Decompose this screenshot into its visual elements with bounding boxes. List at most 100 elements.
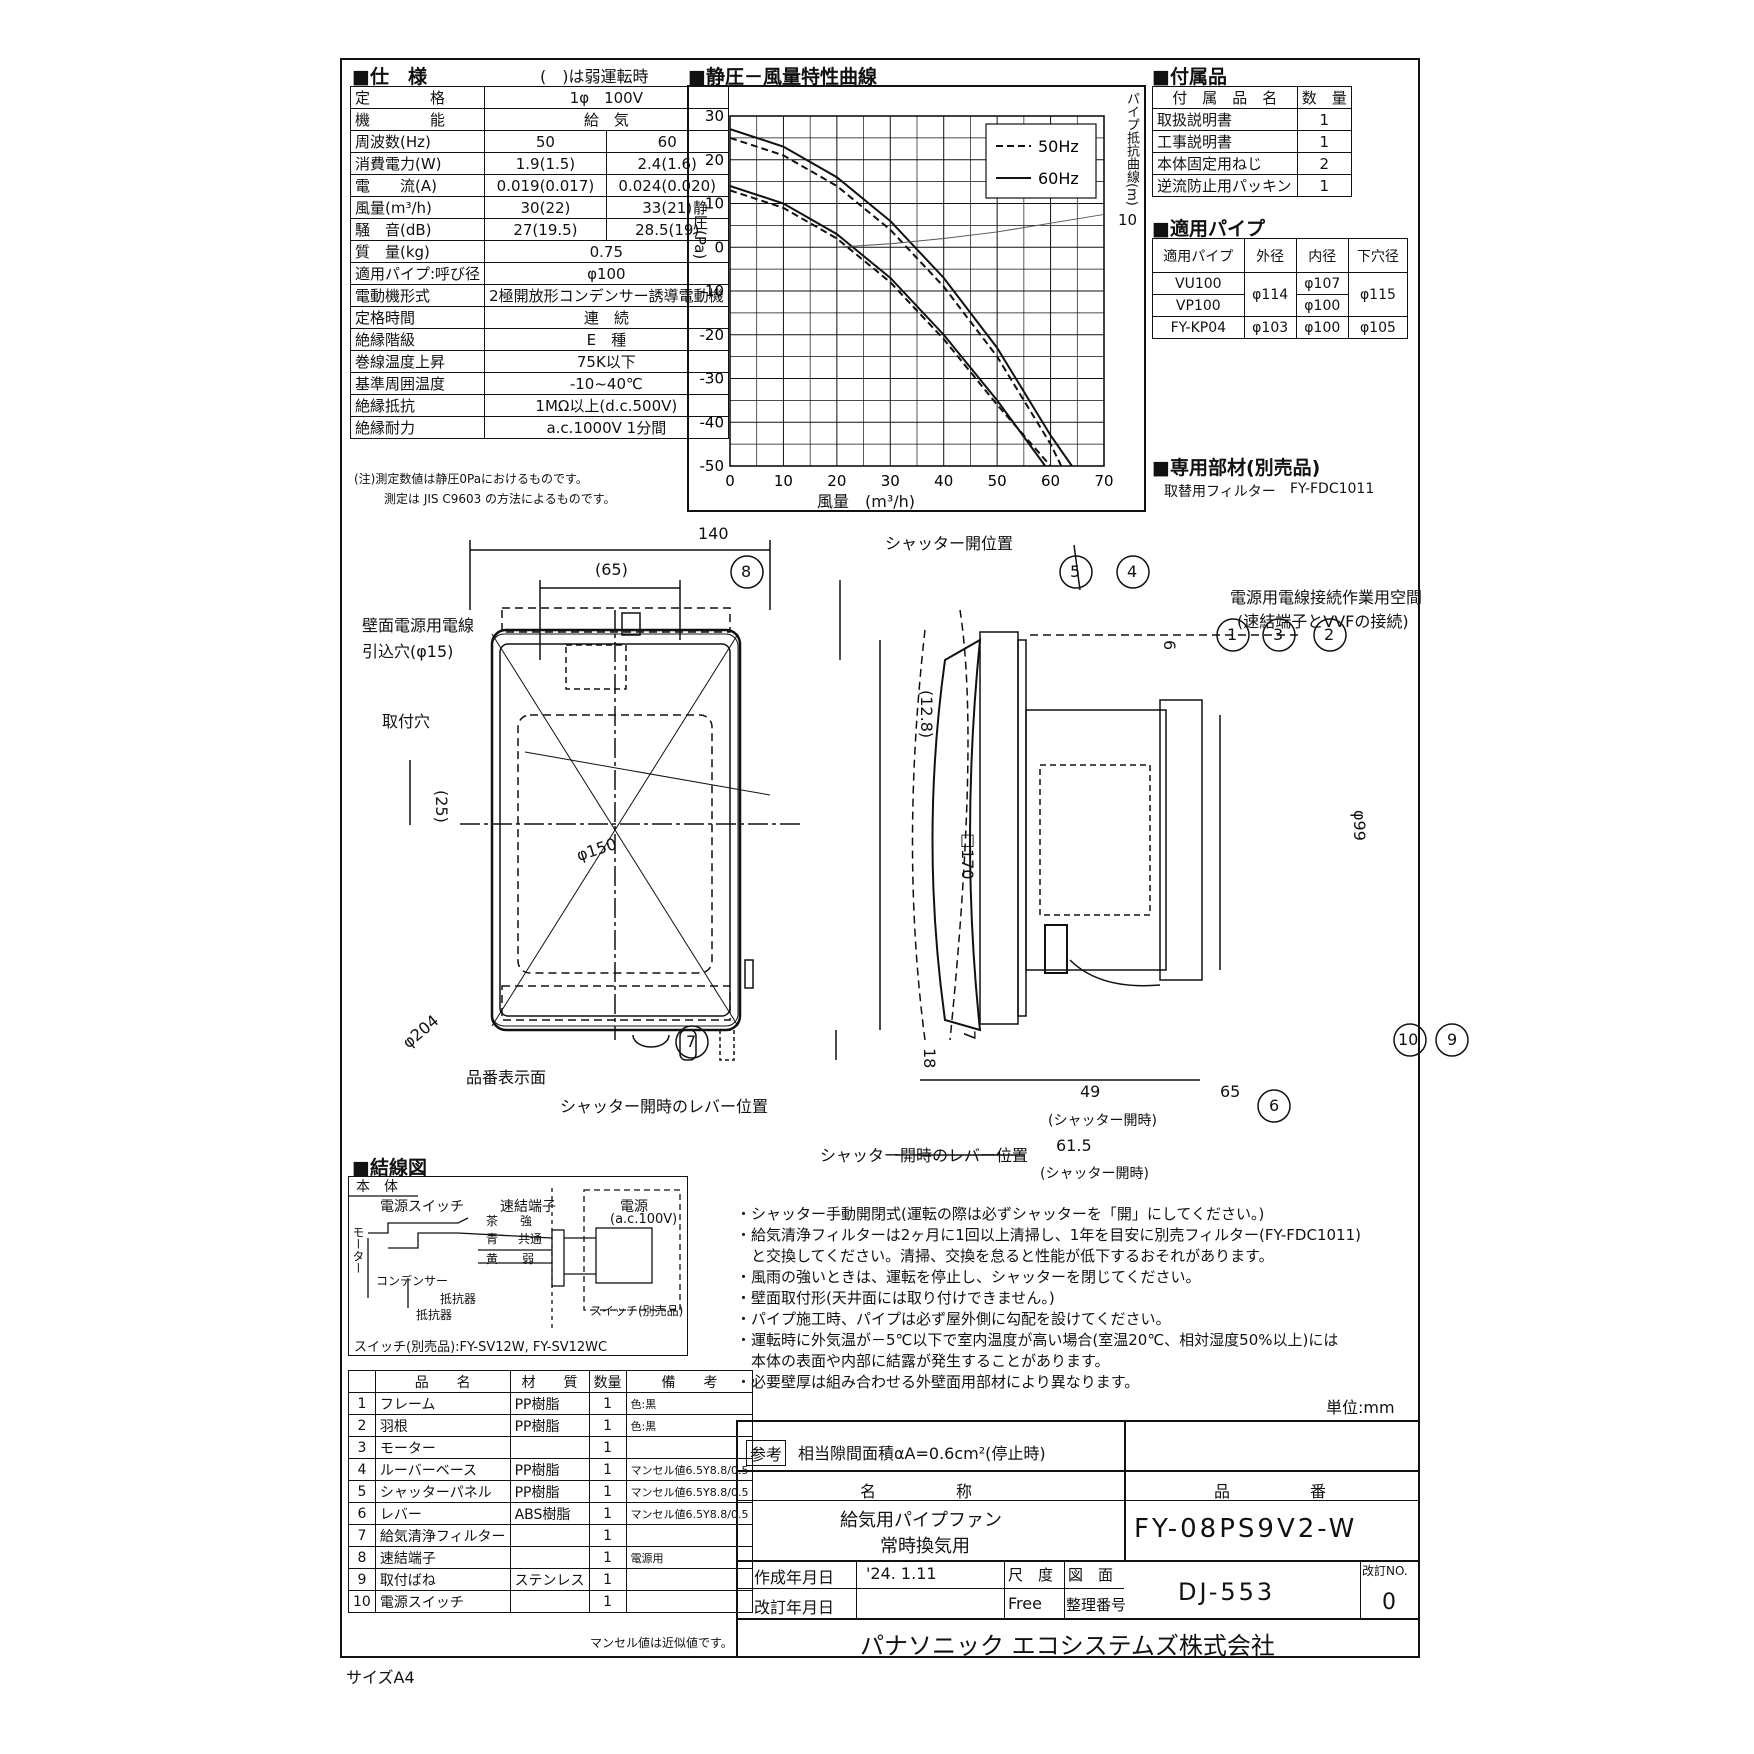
acc-name: 本体固定用ねじ — [1152, 152, 1298, 175]
pipe-r2c0: FY-KP04 — [1152, 316, 1245, 339]
dim-99: φ99 — [1350, 810, 1369, 841]
spec-value: 1MΩ以上(d.c.500V) — [484, 394, 729, 417]
dim-6: 6 — [1160, 640, 1179, 651]
parts-qty: 1 — [588, 1590, 627, 1613]
tb-h-name: 名 称 — [860, 1482, 973, 1501]
parts-name: モーター — [374, 1436, 511, 1459]
spec-row: 騒 音(dB)27(19.5)28.5(19) — [349, 218, 729, 241]
parts-h3: 数量 — [588, 1370, 627, 1393]
acc-qty: 1 — [1296, 174, 1353, 197]
parts-no: 9 — [348, 1568, 376, 1591]
label-lever-2: シャッター開時のレバー位置 — [820, 1146, 1029, 1165]
parts-name: 給気清浄フィルター — [374, 1524, 511, 1547]
y-tick: 20 — [705, 151, 724, 169]
tb-scale: Free — [1008, 1594, 1042, 1613]
wiring-condenser: コンデンサー — [376, 1274, 449, 1288]
x-tick: 40 — [934, 472, 953, 490]
spec-value-50: 30(22) — [484, 196, 607, 219]
acc-name: 取扱説明書 — [1152, 108, 1298, 131]
spec-value: 連 続 — [484, 306, 729, 329]
wiring-weak: 弱 — [522, 1252, 535, 1266]
dim-140: 140 — [698, 524, 729, 543]
acc-name: 逆流防止用パッキン — [1152, 174, 1298, 197]
spec-value-50: 50 — [484, 130, 607, 153]
pipes-table: 適用パイプ 外径 内径 下穴径 VU100 φ114 φ107 φ115 VP1… — [1152, 238, 1409, 339]
spec-row: 基準周囲温度-10~40℃ — [349, 372, 729, 395]
parts-no: 2 — [348, 1414, 376, 1437]
title-block — [736, 1420, 1420, 1658]
plot-area — [729, 115, 1105, 467]
dim-7: 7 — [960, 1030, 979, 1041]
note-line: ・運転時に外気温が－5℃以下で室内温度が高い場合(室温20℃、相対湿度50%以上… — [736, 1331, 1339, 1349]
pipe-r1c0: VP100 — [1152, 294, 1245, 317]
tb-v2 — [1124, 1470, 1126, 1560]
spec-row: 定格時間連 続 — [349, 306, 729, 329]
drawing-frame — [340, 58, 1420, 1658]
parts-remark — [625, 1590, 754, 1613]
parts-name: シャッターパネル — [374, 1480, 511, 1503]
note-line: ・必要壁厚は組み合わせる外壁面用部材により異なります。 — [736, 1373, 1140, 1391]
label-lever-1: シャッター開時のレバー位置 — [560, 1097, 769, 1116]
series-line-1 — [729, 128, 1073, 467]
pipe-r0c1: φ114 — [1243, 272, 1297, 317]
balloon-5: 5 — [1070, 562, 1081, 581]
parts-no: 5 — [348, 1480, 376, 1503]
pipe-r0c0: VU100 — [1152, 272, 1245, 295]
spec-row: 機 能給 気 — [349, 108, 729, 131]
parts-qty: 1 — [588, 1458, 627, 1481]
balloon-4: 4 — [1127, 562, 1138, 581]
spec-value: a.c.1000V 1分間 — [484, 416, 729, 439]
spec-weak-note: ( )は弱運転時 — [540, 67, 649, 86]
dim-65b: 65 — [1220, 1082, 1241, 1101]
pipe-r1c2: φ100 — [1295, 294, 1349, 317]
tb-dwg-label-2: 整理番号 — [1066, 1596, 1127, 1614]
spec-label: 風量(m³/h) — [349, 196, 486, 219]
wiring-power-v: (a.c.100V) — [610, 1212, 678, 1227]
spec-label: 騒 音(dB) — [349, 218, 486, 241]
tb-h2 — [736, 1500, 1420, 1501]
y-tick: -20 — [700, 326, 725, 344]
x-tick: 10 — [774, 472, 793, 490]
parts-qty: 1 — [588, 1436, 627, 1459]
x-tick: 70 — [1094, 472, 1113, 490]
y-tick: -10 — [700, 282, 725, 300]
y-tick: 30 — [705, 107, 724, 125]
tb-revised-label: 改訂年月日 — [754, 1598, 835, 1617]
balloon-3: 3 — [1273, 625, 1284, 644]
label-shutter-open-b: (シャッター開時) — [1040, 1166, 1149, 1182]
series-line-3 — [729, 185, 1047, 467]
spec-label: 消費電力(W) — [349, 152, 486, 175]
parts-remark — [625, 1524, 754, 1547]
y-tick: -50 — [700, 457, 725, 475]
parts-qty: 1 — [588, 1502, 627, 1525]
tb-created: '24. 1.11 — [866, 1564, 937, 1583]
parts-h4: 備 考 — [625, 1370, 754, 1393]
tb-rev-label: 改訂NO. — [1362, 1564, 1408, 1578]
note-line: 本体の表面や内部に結露が発生することがあります。 — [736, 1352, 1110, 1370]
label-shutter-open: シャッター開位置 — [885, 534, 1014, 553]
parts-material: ステンレス — [509, 1568, 590, 1591]
balloon-1: 1 — [1227, 625, 1238, 644]
wiring-heading: ■結線図 — [352, 1157, 427, 1179]
y-tick: 10 — [705, 195, 724, 213]
dim-170: □170 — [958, 830, 977, 880]
tb-v4 — [1004, 1560, 1005, 1618]
spec-label: 定格時間 — [349, 306, 486, 329]
note-line: ・壁面取付形(天井面には取り付けできません。) — [736, 1289, 1055, 1307]
wiring-switch-models: スイッチ(別売品):FY-SV12W, FY-SV12WC — [354, 1340, 608, 1355]
balloon-9: 9 — [1447, 1030, 1458, 1049]
tb-h-model: 品 番 — [1214, 1482, 1327, 1501]
options-item: 取替用フィルター — [1164, 484, 1276, 500]
wiring-power: 電源 — [620, 1199, 648, 1215]
wiring-diagram — [348, 1188, 681, 1328]
